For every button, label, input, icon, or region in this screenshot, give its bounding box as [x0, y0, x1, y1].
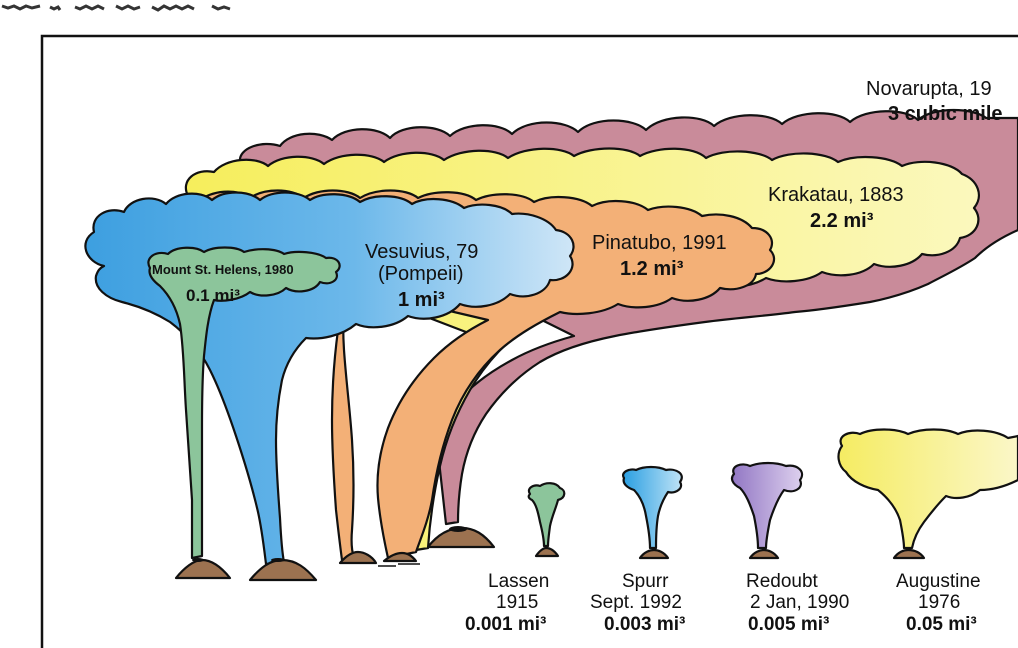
krakatau-name: Krakatau, 1883: [768, 184, 904, 206]
vesuvius-sub: (Pompeii): [378, 263, 464, 285]
redoubt-date: 2 Jan, 1990: [750, 592, 849, 613]
vesuvius-name: Vesuvius, 79: [365, 241, 478, 263]
novarupta-volume: 3 cubic mile: [888, 103, 1003, 125]
vesuvius-volume: 1 mi³: [398, 289, 445, 311]
lassen-name: Lassen: [488, 571, 549, 592]
krakatau-volume: 2.2 mi³: [810, 210, 874, 232]
pinatubo-volume: 1.2 mi³: [620, 258, 684, 280]
augustine-volume: 0.05 mi³: [906, 614, 977, 635]
lassen-date: 1915: [496, 592, 538, 613]
augustine-date: 1976: [918, 592, 960, 613]
pinatubo-name: Pinatubo, 1991: [592, 232, 727, 254]
redoubt-name: Redoubt: [746, 571, 819, 592]
cropped-header: [0, 0, 1018, 22]
sthelens-volume: 0.1 mi³: [186, 286, 240, 305]
spurr-date: Sept. 1992: [590, 592, 682, 613]
redoubt-volume: 0.005 mi³: [748, 614, 829, 635]
lassen-volume: 0.001 mi³: [465, 614, 546, 635]
spurr-volume: 0.003 mi³: [604, 614, 685, 635]
sthelens-name: Mount St. Helens, 1980: [152, 262, 294, 277]
novarupta-name: Novarupta, 19: [866, 78, 992, 100]
spurr-name: Spurr: [622, 571, 669, 592]
augustine-name: Augustine: [896, 571, 981, 592]
